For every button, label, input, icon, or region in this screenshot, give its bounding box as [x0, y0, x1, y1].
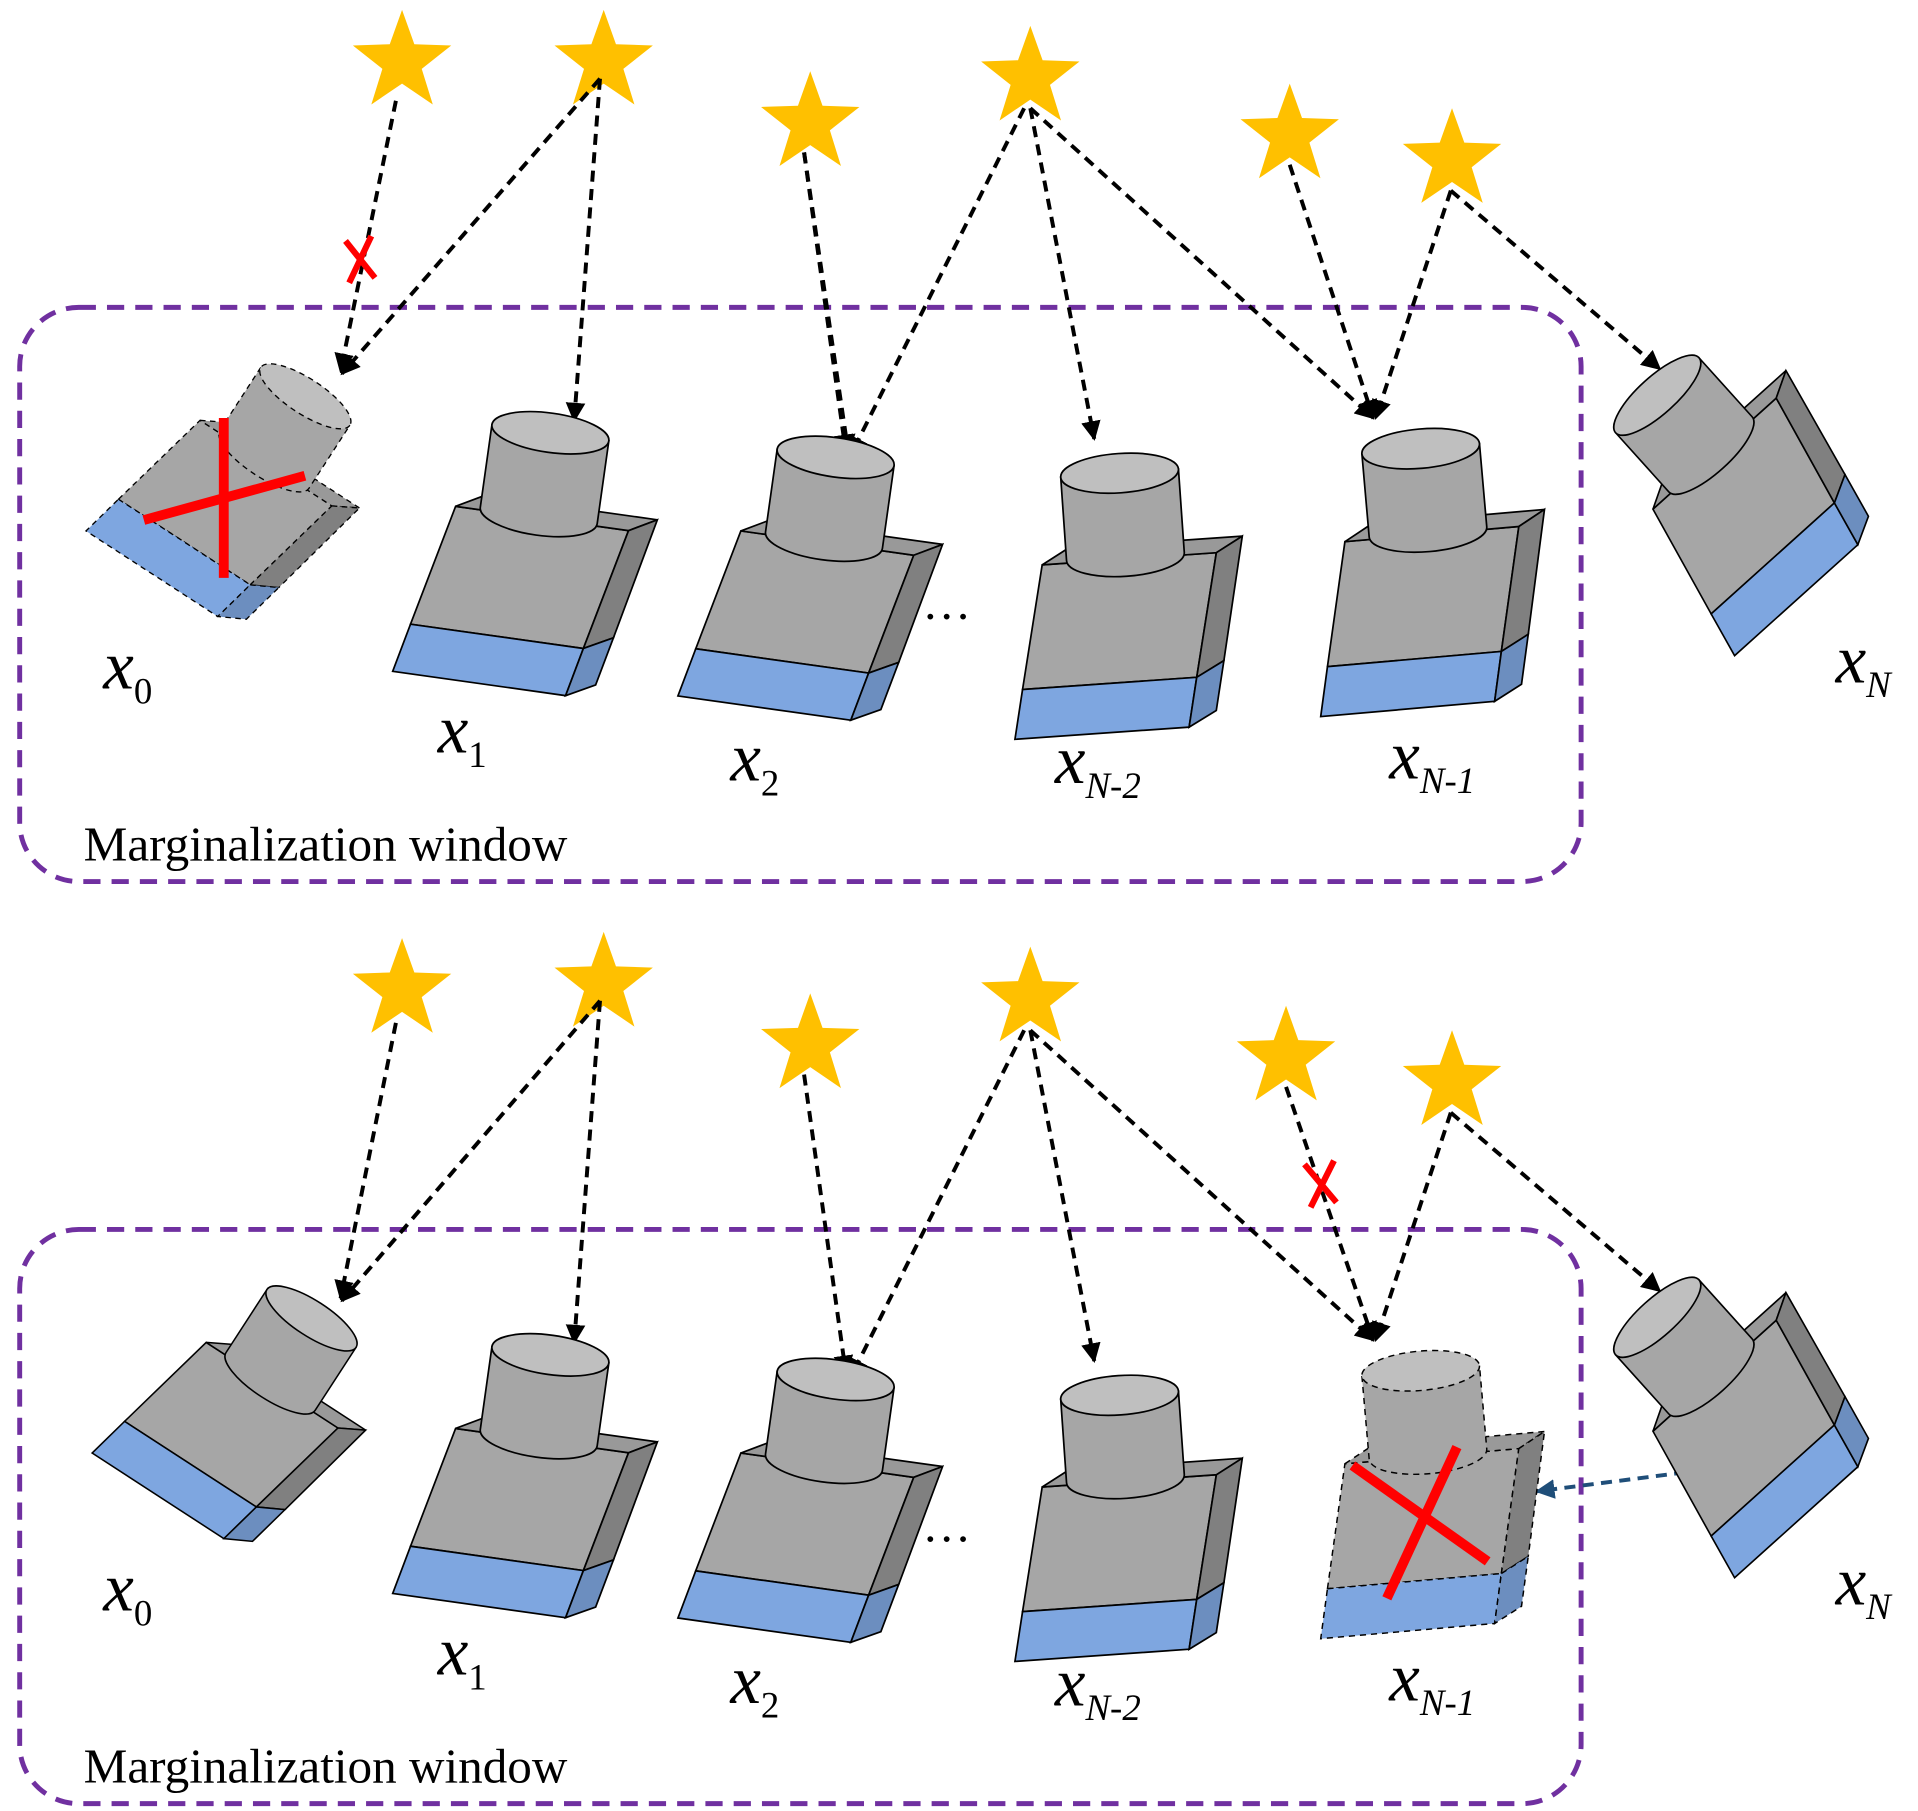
star-icon	[981, 946, 1080, 1042]
observation-arrow	[1287, 164, 1378, 420]
window-label: Marginalization window	[84, 817, 568, 872]
observation-arrow	[1028, 1029, 1101, 1363]
panel-top: ··· x0 x1 x2 xN-2 xN-1 xN Marginalizatio…	[17, 9, 1906, 884]
star-icon	[1402, 1030, 1502, 1125]
label-x0: x0	[102, 1550, 152, 1634]
observation-arrow	[340, 77, 602, 376]
observation-arrow	[340, 999, 602, 1303]
observation-arrow	[802, 1074, 854, 1376]
camera-icon-x1	[391, 1317, 671, 1628]
star-icon	[554, 931, 653, 1027]
observation-arrow	[1028, 107, 1101, 441]
star-icon	[761, 71, 860, 166]
label-xn: xN	[1835, 621, 1894, 705]
observation-arrow	[1028, 106, 1375, 420]
ellipsis: ···	[922, 1511, 971, 1566]
star-icon	[554, 9, 653, 105]
ellipsis: ···	[922, 589, 971, 644]
camera-icon-x1	[391, 395, 671, 706]
label-x2: x2	[729, 1642, 779, 1726]
label-x1: x1	[437, 691, 487, 775]
camera-icon-xn2	[994, 1366, 1257, 1663]
observation-arrow	[1371, 1112, 1453, 1342]
observation-arrow	[334, 1022, 398, 1301]
observation-arrow	[565, 1000, 602, 1345]
marginalization-window-border	[17, 304, 1584, 884]
camera-icon-xn	[1557, 1227, 1906, 1579]
star-icon	[352, 9, 452, 105]
camera-icon-xn	[1557, 305, 1906, 657]
label-xn2: xN-2	[1054, 722, 1141, 806]
observation-arrow	[849, 107, 1026, 457]
observation-arrow	[1028, 1028, 1375, 1342]
camera-icon-x0	[85, 320, 405, 650]
camera-icon-x2	[677, 1342, 957, 1653]
star-icon	[1402, 108, 1502, 203]
star-icon	[761, 993, 860, 1089]
camera-icon-x2	[677, 419, 957, 731]
observation-arrow	[802, 152, 856, 455]
camera-icon-xn2	[994, 444, 1257, 741]
label-xn2: xN-2	[1054, 1644, 1141, 1728]
panel-bottom: ··· x0 x1 x2 xN-2 xN-1 xN Marginalizatio…	[17, 931, 1906, 1807]
observation-arrow	[1449, 189, 1662, 371]
observation-arrow	[1284, 1086, 1377, 1342]
cross-icon	[142, 418, 307, 578]
label-xn: xN	[1835, 1543, 1894, 1627]
label-x1: x1	[437, 1614, 487, 1698]
star-icon	[981, 25, 1080, 121]
camera-icon-xn1	[1295, 1340, 1562, 1640]
camera-icon-xn1	[1295, 417, 1562, 718]
observation-arrow	[565, 78, 602, 423]
cross-icon	[1349, 1445, 1491, 1601]
label-xn1: xN-1	[1388, 717, 1475, 801]
cross-icon	[343, 234, 378, 285]
observation-arrow	[1371, 189, 1453, 420]
marginalization-window-border	[17, 1227, 1584, 1807]
star-icon	[352, 938, 452, 1033]
star-icon	[1236, 1005, 1336, 1101]
window-label: Marginalization window	[84, 1739, 568, 1794]
cross-icon	[1302, 1159, 1339, 1209]
observation-arrow	[1449, 1111, 1662, 1293]
camera-icon-x0	[91, 1242, 412, 1572]
label-x0: x0	[102, 627, 152, 711]
star-icon	[1240, 83, 1339, 179]
observation-arrow	[849, 1029, 1026, 1379]
label-xn1: xN-1	[1388, 1639, 1475, 1723]
label-x2: x2	[729, 720, 779, 804]
